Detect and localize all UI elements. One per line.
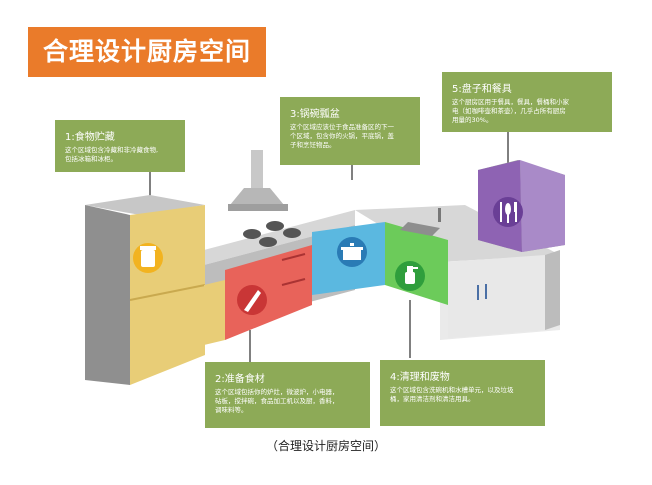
sink [400, 208, 441, 236]
card-prep-body: 这个区域包括你的炉灶，微波炉，小电器， 砧板，搅拌碗，食品加工机以及厨，香料， … [215, 388, 339, 414]
card-dishes-body: 这个厨房区用于餐具，餐具，餐桶和小家 电（如咖啡壶和茶壶），几乎占所有厨房 用量… [452, 98, 569, 124]
card-cooking-body: 这个区域应该位于食品准备区的下一 个区域，包含你的火锅，平底锅，盖 子和烹饪物品… [290, 123, 394, 149]
card-dishes-heading: 5:盘子和餐具 [452, 84, 512, 95]
card-storage-heading: 1:食物贮藏 [65, 132, 115, 143]
knife-icon [237, 285, 267, 315]
card-cleaning: 4:清理和废物 这个区域包含洗碗机和水槽单元，以及垃圾 桶，家用清洁剂和清洁用具… [380, 360, 545, 426]
card-cooking-heading: 3:锅碗瓢盆 [290, 109, 340, 120]
card-cooking: 3:锅碗瓢盆 这个区域应该位于食品准备区的下一 个区域，包含你的火锅，平底锅，盖… [280, 97, 420, 165]
card-cleaning-heading: 4:清理和废物 [390, 372, 450, 383]
refrigerator [85, 195, 206, 385]
right-base-cabinet [448, 250, 560, 338]
card-prep-heading: 2:准备食材 [215, 374, 265, 385]
range-hood [228, 150, 288, 211]
card-prep: 2:准备食材 这个区域包括你的炉灶，微波炉，小电器， 砧板，搅拌碗，食品加工机以… [205, 362, 370, 428]
card-cleaning-body: 这个区域包含洗碗机和水槽单元，以及垃圾 桶，家用清洁剂和清洁用具。 [390, 386, 514, 403]
page-title: 合理设计厨房空间 [42, 37, 251, 66]
spray-bottle-icon [395, 261, 425, 291]
card-storage-body: 这个区域包含冷藏和非冷藏食物, 包括冰箱和冰柜。 [65, 146, 159, 163]
title-banner: 合理设计厨房空间 [28, 27, 266, 77]
cooking-pot-icon [337, 237, 367, 267]
prep-cabinet [204, 245, 312, 345]
card-dishes: 5:盘子和餐具 这个厨房区用于餐具，餐具，餐桶和小家 电（如咖啡壶和茶壶），几乎… [442, 72, 612, 132]
cooktop [243, 221, 301, 247]
card-storage: 1:食物贮藏 这个区域包含冷藏和非冷藏食物, 包括冰箱和冰柜。 [55, 120, 185, 172]
food-jar-icon [133, 243, 163, 273]
figure-caption: （合理设计厨房空间） [265, 439, 386, 453]
cutlery-icon [493, 197, 523, 227]
